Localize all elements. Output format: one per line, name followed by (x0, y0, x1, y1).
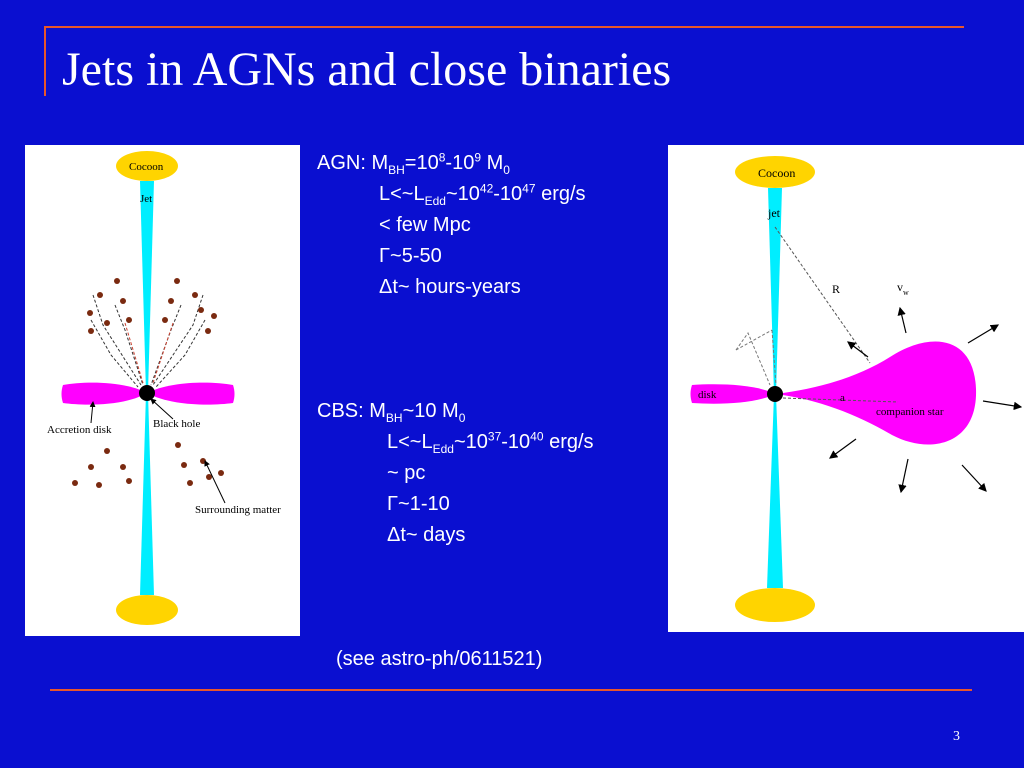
title-rule-left (44, 26, 46, 96)
agn-surrounding-matter-label: Surrounding matter (195, 504, 281, 516)
cbs-a-label: a (840, 392, 845, 404)
agn-jet-up (140, 181, 154, 393)
cbs-disk (690, 384, 775, 404)
agn-cocoon-bottom (116, 595, 178, 625)
cbs-companion-star (775, 341, 977, 445)
cbs-cocoon-label: Cocoon (758, 166, 795, 180)
agn-distance-line: < few Mpc (379, 214, 471, 236)
cbs-luminosity-line: L<~LEdd~1037-1040 erg/s (387, 429, 594, 456)
agn-jet-label: Jet (140, 193, 152, 205)
agn-timescale-line: Δt~ hours-years (379, 276, 521, 298)
cbs-compact-object (767, 386, 783, 402)
agn-luminosity-line: L<~LEdd~1042-1047 erg/s (379, 181, 586, 208)
agn-diagram: Cocoon Jet Accretion disk Black hole Sur… (25, 145, 300, 636)
cbs-disk-label: disk (698, 389, 717, 401)
footer-rule (50, 689, 972, 691)
cbs-jet-up (768, 188, 782, 394)
page-number: 3 (953, 729, 960, 744)
agn-mass-line: AGN: MBH=108-109 M0 (317, 150, 510, 177)
cbs-cocoon-top (735, 156, 815, 188)
cbs-jet-down (767, 394, 783, 588)
cbs-lorentz-line: Γ~1-10 (387, 493, 450, 515)
agn-black-hole (139, 385, 155, 401)
agn-accretion-disk-label: Accretion disk (47, 424, 112, 436)
cbs-diagram: Cocoon jet R vw disk a companion star (668, 145, 1024, 632)
agn-accretion-disk (61, 382, 147, 405)
cbs-distance-line: ~ pc (387, 462, 426, 484)
cbs-jet-label: jet (767, 206, 781, 220)
cbs-r-label: R (832, 282, 840, 296)
cbs-specs: CBS: MBH~10 M0 L<~LEdd~1037-1040 erg/s ~… (317, 396, 594, 551)
agn-lorentz-line: Γ~5-50 (379, 245, 442, 267)
cbs-timescale-line: Δt~ days (387, 524, 466, 546)
title-rule-top (44, 26, 964, 28)
agn-specs: AGN: MBH=108-109 M0 L<~LEdd~1042-1047 er… (317, 148, 586, 303)
slide-title: Jets in AGNs and close binaries (62, 43, 672, 96)
cbs-v-label: vw (897, 280, 909, 297)
agn-cocoon-top (116, 151, 178, 181)
cbs-cocoon-bottom (735, 588, 815, 622)
cbs-mass-line: CBS: MBH~10 M0 (317, 400, 466, 425)
cbs-companion-star-label: companion star (876, 406, 944, 418)
agn-jet-down (140, 393, 154, 595)
agn-black-hole-label: Black hole (153, 418, 200, 430)
reference-note: (see astro-ph/0611521) (336, 648, 543, 670)
agn-cocoon-label: Cocoon (129, 161, 164, 173)
